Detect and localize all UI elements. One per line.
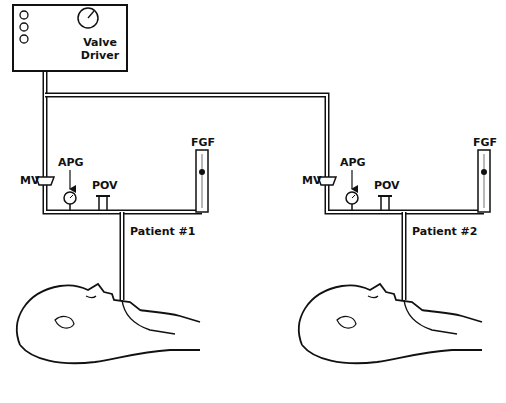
part-label: POV <box>92 180 118 192</box>
part-label: Patient #2 <box>412 226 477 238</box>
valve-driver-box: Valve Driver <box>12 4 128 72</box>
part-label: FGF <box>191 137 215 149</box>
part-label: APG <box>340 157 366 169</box>
part-label: APG <box>58 157 84 169</box>
part-label: MV <box>302 175 321 187</box>
device-label: Valve Driver <box>74 36 126 62</box>
part-label: MV <box>20 175 39 187</box>
part-label: FGF <box>473 137 497 149</box>
part-label: Patient #1 <box>130 226 195 238</box>
part-label: POV <box>374 180 400 192</box>
